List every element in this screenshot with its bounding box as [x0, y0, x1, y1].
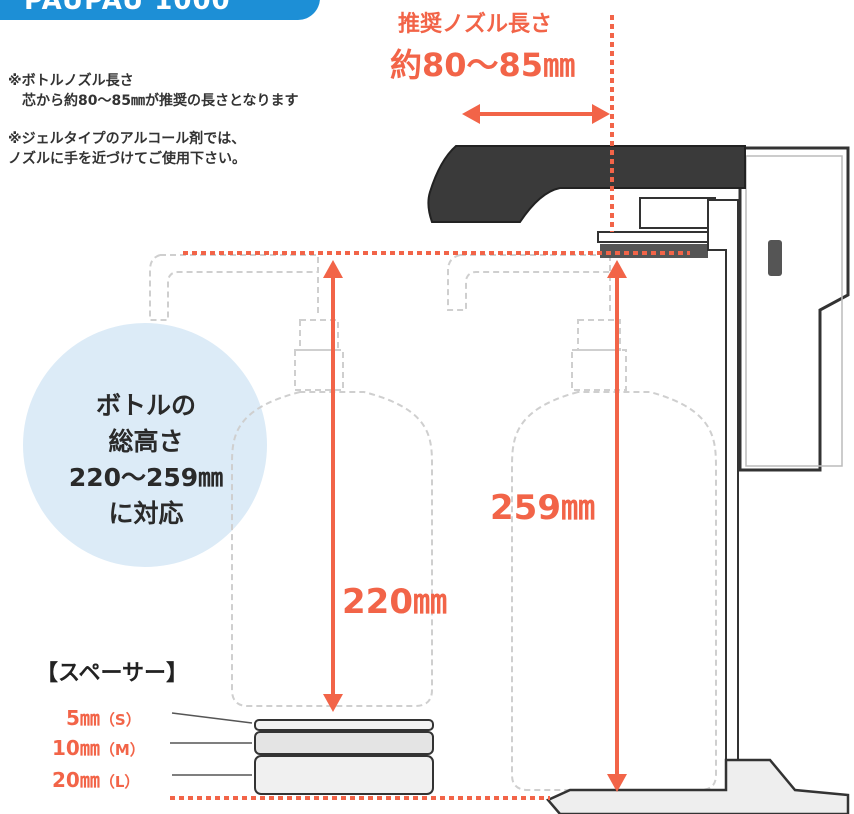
note-3: ※ジェルタイプのアルコール剤では、: [8, 131, 246, 147]
dispenser-base: [545, 758, 850, 814]
spacer-code-m: （M）: [99, 741, 145, 759]
dispenser-head: [427, 145, 746, 223]
guide-lines: [170, 15, 690, 800]
dispenser-housing-inner: [745, 155, 843, 467]
measure-arrows: [323, 104, 627, 792]
spacer-size-l: 20㎜: [52, 768, 100, 792]
dispenser-switch: [768, 240, 782, 276]
nozzle-mount: [639, 197, 716, 229]
spacer-item-l: 20㎜（L）: [52, 764, 139, 793]
spacer-l: [254, 755, 434, 795]
bottle-range-text: ボトルの 総高さ 220～259㎜ に対応: [36, 388, 256, 532]
bottle-range-line4: に対応: [108, 499, 184, 528]
dimension-short: 220㎜: [342, 582, 447, 622]
note-1: ※ボトルノズル長さ: [8, 73, 134, 89]
bottle-range-line1: ボトルの: [95, 391, 196, 420]
bottle-range-line2: 総高さ: [108, 427, 184, 456]
spacer-code-l: （L）: [99, 773, 140, 791]
spacer-item-m: 10㎜（M）: [52, 732, 145, 761]
note-2: 芯から約80～85㎜が推奨の長さとなります: [8, 93, 299, 109]
spacer-m: [254, 731, 434, 755]
dispenser-pole: [707, 199, 739, 761]
spacer-leaders: [170, 712, 253, 776]
spacer-code-s: （S）: [99, 711, 141, 729]
spacer-item-s: 5㎜（S）: [66, 702, 141, 731]
spacer-title: 【スペーサー】: [36, 661, 189, 686]
note-4: ノズルに手を近づけてご使用下さい。: [8, 151, 246, 167]
dimension-tall: 259㎜: [490, 488, 595, 528]
spacer-s: [254, 719, 434, 731]
nozzle-bar: [597, 231, 709, 243]
dispenser-housing: [738, 146, 850, 472]
spacer-size-m: 10㎜: [52, 736, 100, 760]
model-badge: PAUPAU 1000: [0, 0, 320, 20]
model-label: PAUPAU 1000: [24, 0, 231, 16]
nozzle-title: 推奨ノズル長さ: [398, 12, 553, 37]
bottle-range-line3: 220～259㎜: [68, 463, 224, 492]
nozzle-length: 約80～85㎜: [390, 46, 576, 84]
spacer-stack: [254, 719, 434, 795]
spacer-size-s: 5㎜: [66, 706, 100, 730]
bottle-range-bubble: [23, 323, 267, 567]
